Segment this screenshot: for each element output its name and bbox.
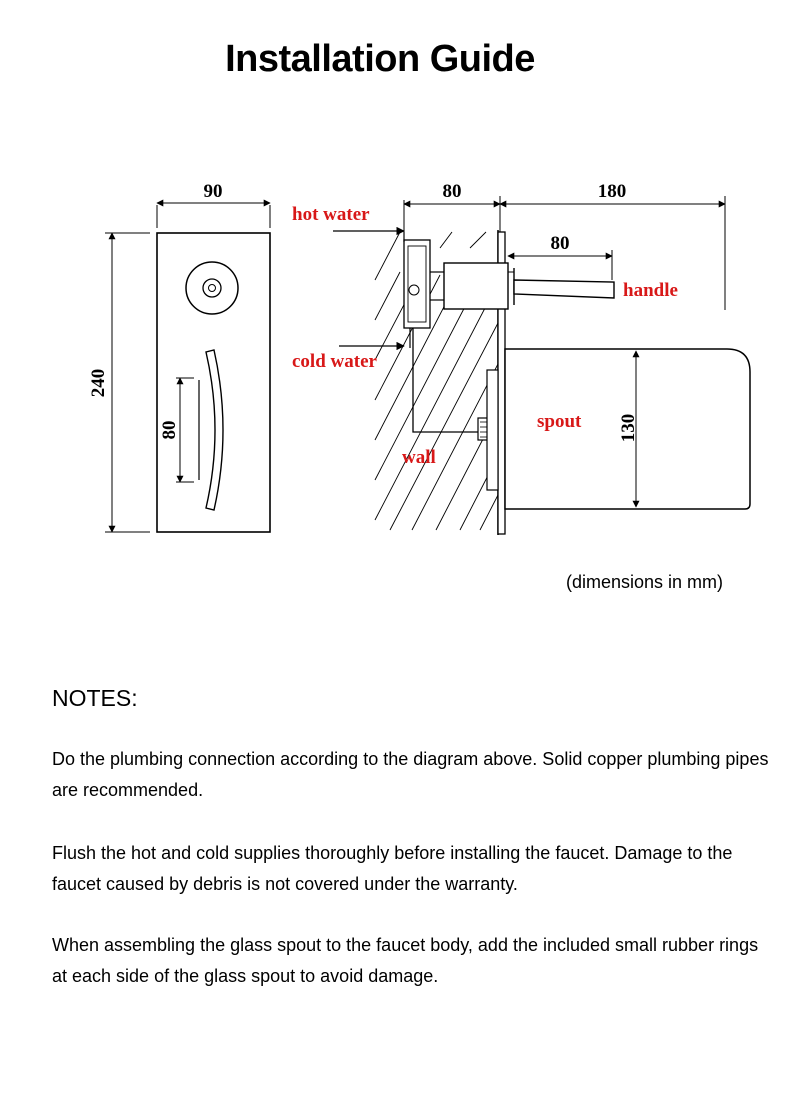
front-height-label: 240: [88, 369, 109, 398]
handle-label: handle: [623, 280, 678, 301]
reach-label: 180: [598, 181, 627, 202]
handle-body: [443, 262, 509, 310]
units-note: (dimensions in mm): [566, 572, 724, 592]
spout-height-label: 130: [618, 414, 639, 443]
note-item: Do the plumbing connection according to …: [52, 749, 769, 800]
page-title: Installation Guide: [225, 38, 535, 80]
notes-heading: NOTES:: [52, 685, 138, 711]
front-view: 90 240 80: [88, 181, 271, 533]
front-width-label: 90: [204, 181, 223, 202]
depth-label: 80: [443, 181, 462, 202]
slot-length-label: 80: [159, 421, 180, 440]
handle-length-label: 80: [551, 233, 570, 254]
note-item: When assembling the glass spout to the f…: [52, 935, 759, 986]
wall-label: wall: [402, 447, 436, 468]
note-item: Flush the hot and cold supplies thorough…: [52, 843, 733, 894]
handle-lever: [513, 279, 615, 299]
glass-spout: [504, 348, 751, 510]
cover-plate: [156, 232, 271, 533]
side-view: 80 180 hot: [292, 181, 751, 535]
hot-water-label: hot water: [292, 204, 370, 225]
spout-label: spout: [537, 411, 582, 432]
handle-knob: [185, 261, 239, 315]
cold-water-label: cold water: [292, 351, 378, 372]
spout-slot: [205, 349, 224, 511]
installation-diagram: 90 240 80 80 180: [88, 181, 751, 535]
